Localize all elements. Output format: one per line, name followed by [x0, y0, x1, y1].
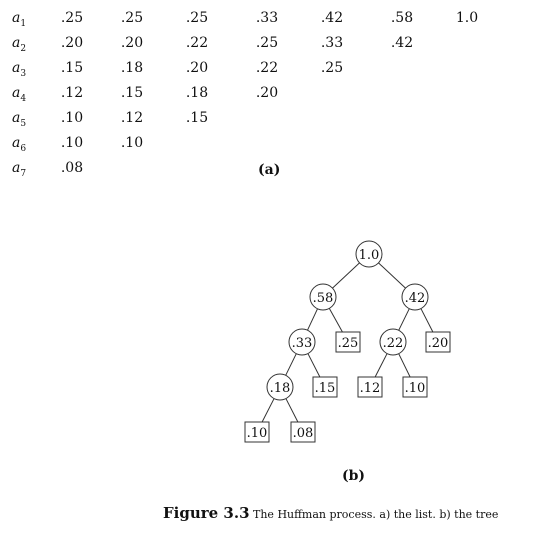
tree-edge	[261, 398, 275, 423]
table-cell: .08	[60, 160, 84, 176]
tree-edge	[378, 262, 406, 289]
symbol-label: a3	[12, 60, 27, 79]
table-cell: .12	[60, 85, 84, 101]
table-cell: .22	[185, 35, 209, 51]
node-label: .12	[360, 381, 381, 396]
table-cell: .25	[320, 60, 344, 76]
tree-edge	[285, 353, 297, 376]
table-cell: .25	[120, 10, 144, 26]
node-label: .08	[293, 426, 314, 441]
node-label: .10	[405, 381, 426, 396]
table-caption: (a)	[258, 162, 281, 178]
figure-text: The Huffman process. a) the list. b) the…	[253, 508, 499, 521]
table-cell: .15	[185, 110, 209, 126]
table-cell: .10	[60, 110, 84, 126]
table-cell: .18	[185, 85, 209, 101]
leaf-node-box	[402, 376, 428, 398]
internal-node-circle	[379, 328, 407, 356]
table-cell: .20	[185, 60, 209, 76]
leaf-node-box	[290, 421, 316, 443]
table-cell: .18	[120, 60, 144, 76]
table-cell: .15	[60, 60, 84, 76]
table-cell: .22	[255, 60, 279, 76]
tree-edge	[328, 308, 343, 333]
table-cell: .10	[120, 135, 144, 151]
table-cell: .10	[60, 135, 84, 151]
tree-edge	[307, 308, 318, 331]
internal-node-circle	[309, 283, 337, 311]
node-label: .22	[383, 336, 404, 351]
tree-edge	[285, 398, 299, 423]
leaf-node-box	[312, 376, 338, 398]
symbol-label: a7	[12, 160, 27, 179]
table-cell: .25	[185, 10, 209, 26]
internal-node-circle	[266, 373, 294, 401]
node-label: .18	[270, 381, 291, 396]
symbol-label: a5	[12, 110, 27, 129]
symbol-label: a2	[12, 35, 27, 54]
symbol-label: a1	[12, 10, 27, 29]
node-label: .25	[338, 336, 359, 351]
tree-edge	[374, 353, 388, 378]
leaf-node-box	[335, 331, 361, 353]
table-cell: .42	[390, 35, 414, 51]
tree-edge	[307, 353, 321, 378]
figure-caption: Figure 3.3 The Huffman process. a) the l…	[163, 504, 498, 522]
table-cell: .20	[60, 35, 84, 51]
node-label: .33	[292, 336, 313, 351]
internal-node-circle	[288, 328, 316, 356]
table-cell: .25	[60, 10, 84, 26]
table-cell: .42	[320, 10, 344, 26]
leaf-node-box	[244, 421, 270, 443]
internal-node-circle	[401, 283, 429, 311]
table-cell: .33	[320, 35, 344, 51]
table-cell: .20	[255, 85, 279, 101]
table-cell: .12	[120, 110, 144, 126]
table-cell: .20	[120, 35, 144, 51]
tree-caption: (b)	[342, 468, 366, 484]
node-label: 1.0	[359, 248, 380, 263]
tree-edge	[398, 353, 411, 378]
node-label: .20	[428, 336, 449, 351]
node-label: .15	[315, 381, 336, 396]
tree-edge	[398, 308, 410, 331]
node-label: .58	[313, 291, 334, 306]
symbol-label: a4	[12, 85, 27, 104]
table-cell: .58	[390, 10, 414, 26]
table-cell: 1.0	[455, 10, 479, 26]
table-cell: .25	[255, 35, 279, 51]
table-cell: .33	[255, 10, 279, 26]
internal-node-circle	[355, 240, 383, 268]
leaf-node-box	[357, 376, 383, 398]
tree-edge	[332, 262, 360, 289]
tree-edge	[420, 308, 434, 333]
table-cell: .15	[120, 85, 144, 101]
node-label: .42	[405, 291, 426, 306]
figure-label: Figure 3.3	[163, 504, 250, 522]
symbol-label: a6	[12, 135, 27, 154]
leaf-node-box	[425, 331, 451, 353]
node-label: .10	[247, 426, 268, 441]
